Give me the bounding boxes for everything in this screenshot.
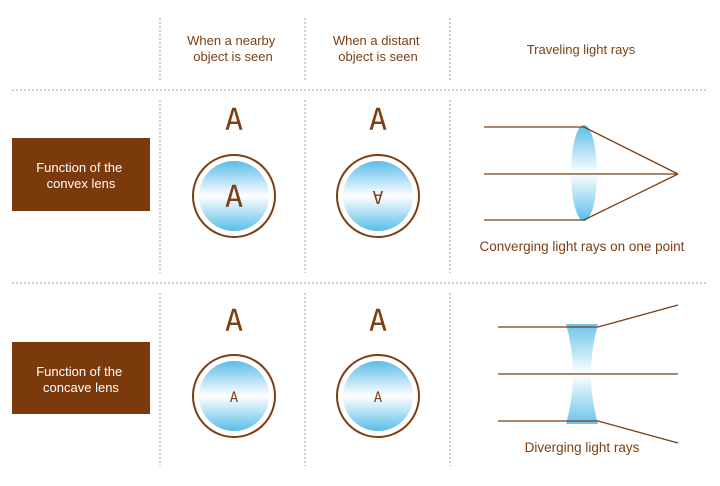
header-nearby: When a nearby object is seen <box>187 33 279 64</box>
image-letter-small: A <box>374 390 383 406</box>
object-letter: A <box>369 103 387 138</box>
caption-converging: Converging light rays on one point <box>480 239 685 254</box>
concave-lens-rays <box>498 304 679 444</box>
grid-lines <box>12 18 708 466</box>
eye-lens-nearby: A <box>192 154 276 238</box>
convex-lens-rays <box>484 125 679 221</box>
header-distant: When a distant object is seen <box>333 33 423 64</box>
eye-lens-distant: A <box>336 154 420 238</box>
eye-lens-nearby: A <box>192 354 276 438</box>
image-letter-large: A <box>225 180 243 215</box>
row-label: Function of the concave lens <box>36 364 126 395</box>
object-letter: A <box>225 304 243 339</box>
caption-diverging: Diverging light rays <box>525 440 640 455</box>
row-label: Function of the convex lens <box>36 160 126 191</box>
row-label-box <box>12 342 150 414</box>
image-letter-small: A <box>230 390 239 406</box>
image-letter-inverted: A <box>372 186 383 207</box>
row-label-box <box>12 138 150 211</box>
object-letter: A <box>225 103 243 138</box>
row-concave: Function of the concave lens A A A A Div… <box>12 304 679 455</box>
eye-lens-distant: A <box>336 354 420 438</box>
row-convex: Function of the convex lens A A A A Conv… <box>12 103 685 254</box>
header-rays: Traveling light rays <box>527 42 636 57</box>
object-letter: A <box>369 304 387 339</box>
convex-lens-icon <box>571 125 597 221</box>
